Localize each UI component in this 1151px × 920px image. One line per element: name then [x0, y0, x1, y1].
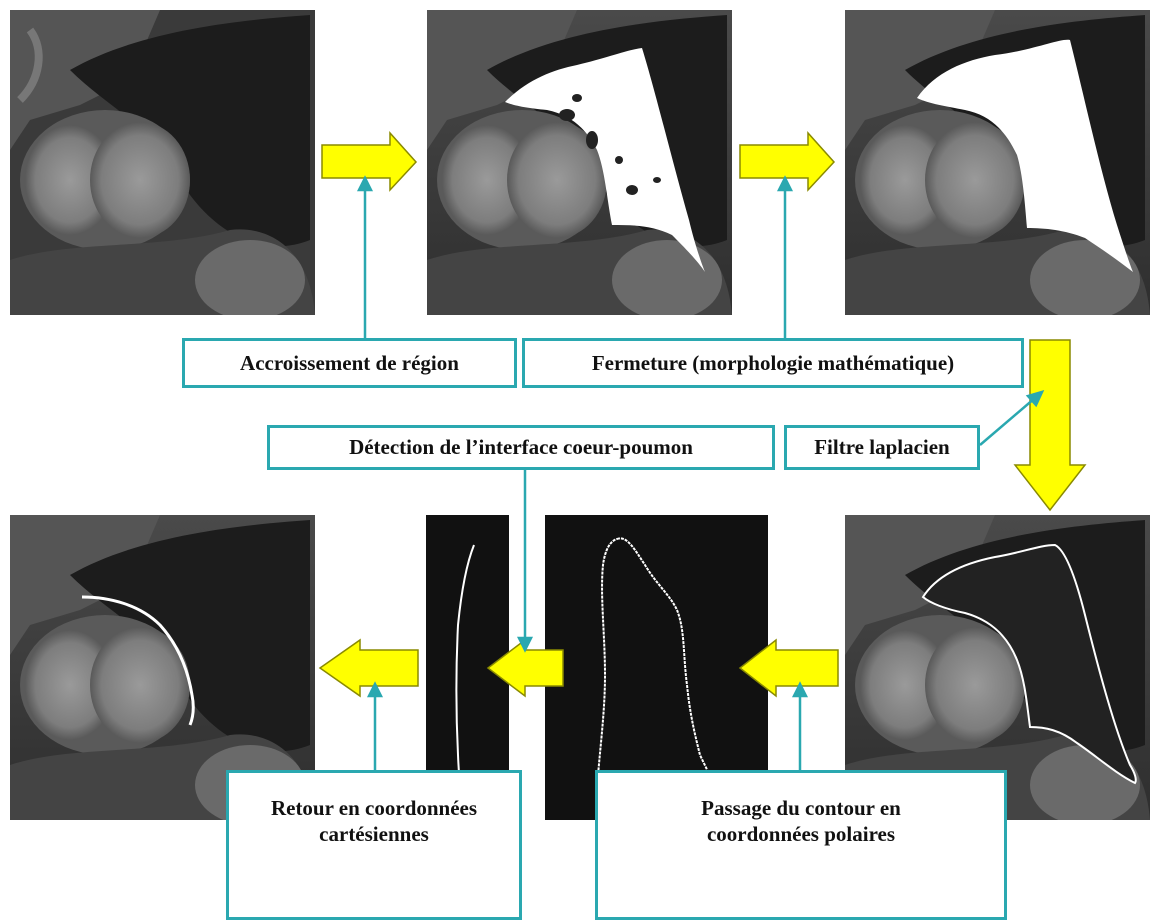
label-laplacian: Filtre laplacien: [784, 425, 980, 470]
connector-to-polar: [794, 684, 806, 772]
label-to-polar-line2: coordonnées polaires: [707, 821, 895, 847]
label-back-to-cartesian-line1: Retour en coordonnées: [271, 795, 477, 821]
label-back-to-cartesian-line2: cartésiennes: [319, 821, 429, 847]
label-closing: Fermeture (morphologie mathématique): [522, 338, 1024, 388]
label-interface-detection: Détection de l’interface coeur-poumon: [267, 425, 775, 470]
connector-back-to-cartesian: [369, 684, 381, 772]
flow-arrow-5: [320, 640, 418, 696]
flow-arrow-down: [1015, 340, 1085, 510]
label-region-growing-text: Accroissement de région: [240, 350, 459, 376]
connector-laplacian: [980, 392, 1042, 445]
label-to-polar: Passage du contour en coordonnées polair…: [595, 770, 1007, 920]
mri-closing: [845, 10, 1150, 315]
label-laplacian-text: Filtre laplacien: [814, 434, 950, 460]
connector-closing: [779, 178, 791, 338]
flow-arrow-1: [322, 133, 416, 190]
label-closing-text: Fermeture (morphologie mathématique): [592, 350, 954, 376]
mri-region-growing: [427, 10, 732, 315]
connector-interface-detection: [519, 468, 531, 650]
label-region-growing: Accroissement de région: [182, 338, 517, 388]
label-back-to-cartesian: Retour en coordonnées cartésiennes: [226, 770, 522, 920]
mri-original: [10, 10, 315, 315]
flow-arrow-2: [740, 133, 834, 190]
connector-region-growing: [359, 178, 371, 338]
label-to-polar-line1: Passage du contour en: [701, 795, 901, 821]
label-interface-detection-text: Détection de l’interface coeur-poumon: [349, 434, 693, 460]
